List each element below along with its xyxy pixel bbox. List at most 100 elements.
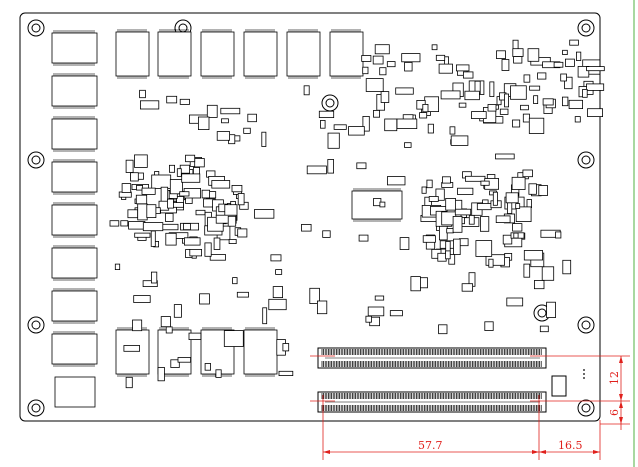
chip <box>499 108 509 115</box>
chip <box>458 102 467 108</box>
chip <box>139 89 146 99</box>
chip <box>306 165 327 175</box>
chip <box>431 44 438 51</box>
chip <box>185 154 196 163</box>
chip <box>125 159 134 173</box>
chip <box>502 234 513 245</box>
chip <box>511 176 526 190</box>
chip <box>448 254 456 265</box>
chip <box>221 118 229 124</box>
chip <box>487 104 497 112</box>
mounting-hole-inner <box>325 98 335 108</box>
chip <box>523 263 531 278</box>
chip <box>130 172 139 182</box>
chip <box>471 111 487 119</box>
chip <box>445 250 451 260</box>
chip <box>215 214 237 224</box>
chip <box>132 319 143 332</box>
chip <box>384 118 398 132</box>
chip <box>476 203 492 211</box>
chip <box>523 74 531 83</box>
chip <box>553 61 564 68</box>
chip <box>528 183 537 195</box>
chip <box>176 168 182 177</box>
chip <box>220 107 241 115</box>
chip <box>137 203 148 221</box>
chip <box>262 307 268 325</box>
chip <box>361 55 372 62</box>
chip <box>247 113 257 123</box>
chip <box>183 237 201 246</box>
chip <box>440 90 461 100</box>
chip <box>127 209 139 219</box>
chip <box>179 191 190 197</box>
chip <box>404 62 413 72</box>
chip <box>121 183 132 193</box>
chip <box>157 31 192 77</box>
chip <box>457 187 474 195</box>
mounting-hole-inner <box>31 320 41 330</box>
chip <box>367 306 385 317</box>
chip <box>211 180 231 189</box>
chip <box>177 357 192 363</box>
chip <box>213 237 221 250</box>
chip <box>365 78 384 92</box>
chip <box>404 142 412 148</box>
chip <box>195 209 206 216</box>
dot <box>583 373 585 375</box>
chip <box>120 220 129 227</box>
chip <box>123 345 141 352</box>
chip <box>134 232 151 238</box>
chip <box>529 85 541 91</box>
chip <box>165 232 177 246</box>
chip <box>51 290 98 322</box>
chip <box>555 231 562 239</box>
chip <box>142 280 158 288</box>
chip <box>504 93 509 108</box>
chip <box>197 116 210 131</box>
chip <box>537 72 547 80</box>
chip <box>183 223 191 231</box>
chip <box>399 237 410 250</box>
chip <box>453 238 461 256</box>
chip <box>237 193 245 206</box>
dimension-arrows <box>323 356 623 454</box>
chip <box>254 209 275 219</box>
chip <box>201 189 211 199</box>
chip <box>194 158 205 168</box>
chip <box>169 179 184 195</box>
chip <box>489 81 495 98</box>
chip <box>170 359 180 368</box>
chip <box>227 215 237 227</box>
chip <box>496 50 506 59</box>
chip <box>464 90 480 101</box>
chip <box>228 238 237 244</box>
chip <box>51 333 98 365</box>
chip <box>564 76 573 90</box>
chip <box>160 186 169 204</box>
chip <box>216 131 230 141</box>
chip <box>546 301 556 319</box>
chip <box>438 324 448 335</box>
chip <box>586 66 605 72</box>
chip <box>51 204 98 236</box>
chip <box>479 216 490 232</box>
chip <box>568 99 583 110</box>
chip <box>396 118 418 130</box>
chip <box>454 208 472 216</box>
chip <box>51 75 98 107</box>
chip <box>435 54 446 61</box>
chip <box>167 198 174 209</box>
chip <box>538 185 548 196</box>
chip <box>51 161 98 193</box>
chip <box>510 85 527 100</box>
chip <box>527 48 540 62</box>
dimension-connector-span: 57.7 <box>418 439 443 452</box>
chip <box>278 370 294 376</box>
chip <box>520 104 529 111</box>
chip <box>181 173 201 183</box>
chip <box>327 159 334 174</box>
chip <box>316 300 328 315</box>
chip <box>373 110 380 118</box>
